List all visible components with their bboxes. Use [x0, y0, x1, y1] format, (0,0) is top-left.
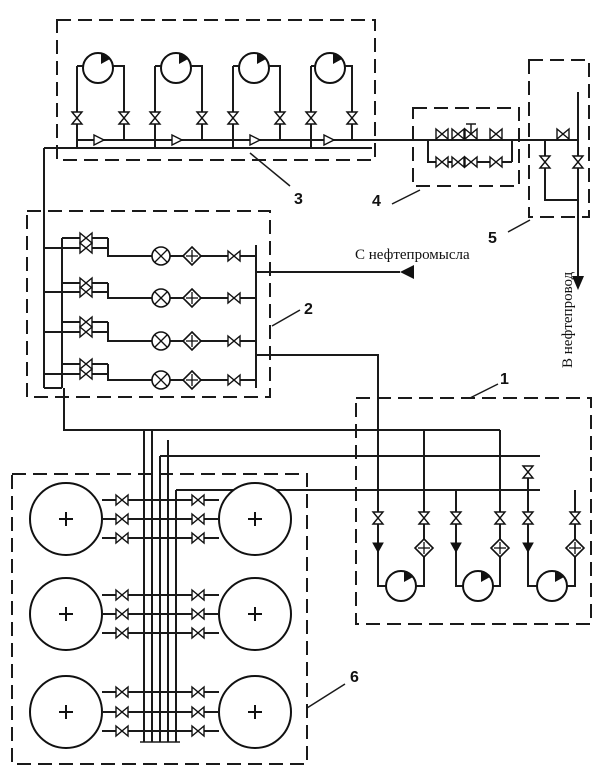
block-3-booster-pumps [56, 19, 376, 161]
label-3: 3 [294, 191, 303, 208]
tank-6 [218, 675, 292, 749]
source-label: С нефтепромысла [355, 247, 470, 263]
label-2: 2 [304, 301, 313, 318]
tank-1 [29, 482, 103, 556]
pump-3a [71, 52, 130, 148]
tank-3 [29, 577, 103, 651]
tank-5 [29, 675, 103, 749]
label-6: 6 [350, 669, 359, 686]
block-4-metering [412, 107, 540, 187]
pump-3c [227, 52, 286, 148]
tank-4 [218, 577, 292, 651]
label-4: 4 [372, 193, 381, 210]
label-5: 5 [488, 230, 497, 247]
pump-3b [149, 52, 208, 148]
block-5-discharge [528, 59, 590, 290]
tank-2 [218, 482, 292, 556]
block-2-filters [26, 210, 271, 398]
block-6-tank-farm [11, 430, 308, 765]
pump-3d [305, 52, 358, 148]
label-1: 1 [500, 371, 509, 388]
block-1-transfer-pumps [160, 397, 592, 625]
destination-label: В нефтепровод [560, 271, 576, 368]
